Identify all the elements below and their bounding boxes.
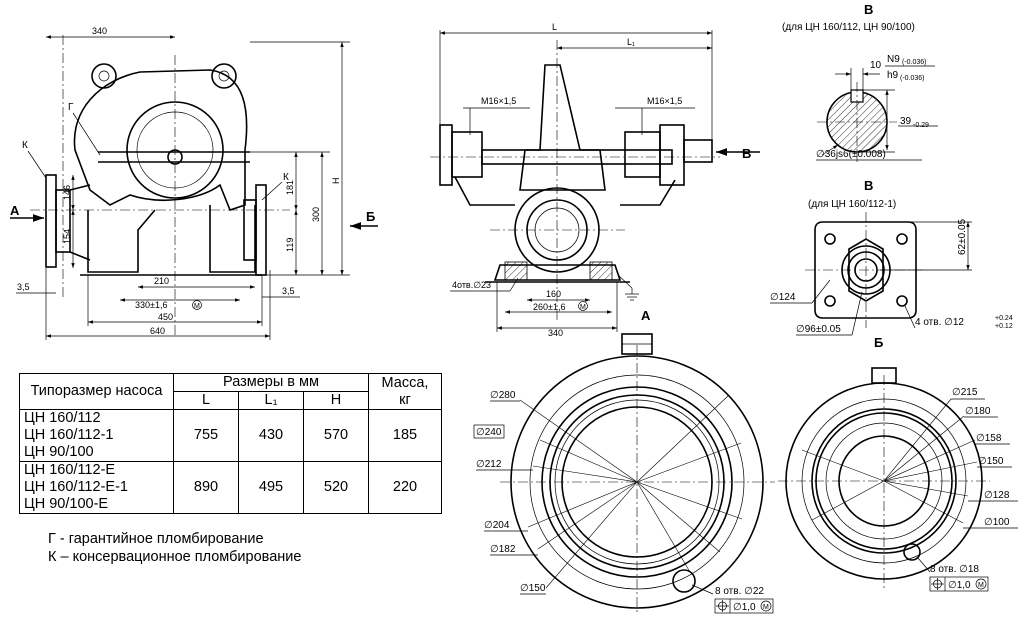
pump-size-table: Типоразмер насоса Размеры в мм Масса, кг… xyxy=(19,373,442,514)
dim-96: ∅96±0.05 xyxy=(796,324,841,335)
table-row: ЦН 160/112 ЦН 160/112-1 ЦН 90/100 755 43… xyxy=(19,409,442,462)
pump-side-view: 340 146 154 181 119 300 H 210 330±1,6 M … xyxy=(10,26,378,340)
seal-label-k-right: К xyxy=(283,172,289,183)
arrow-label-b: Б xyxy=(366,209,375,224)
flange-b-d215: ∅215 xyxy=(952,387,978,398)
flange-a-d204: ∅204 xyxy=(484,520,510,531)
shaft-end-view: В (для ЦН 160/112, ЦН 90/100) 10 N9 (-0.… xyxy=(782,2,938,162)
dim-3-5-right: 3,5 xyxy=(282,286,295,296)
dim-124: ∅124 xyxy=(770,292,796,303)
flange-a-title: А xyxy=(641,308,651,323)
dim-340: 340 xyxy=(92,26,107,36)
flange-b-d158: ∅158 xyxy=(976,433,1002,444)
thread-left: M16×1,5 xyxy=(481,96,516,106)
arrow-label-a: А xyxy=(10,203,20,218)
seal-label-k-left: К xyxy=(22,140,28,151)
header-dimensions: Размеры в мм xyxy=(173,373,369,392)
flange-a-tol: ∅1,0 xyxy=(733,602,756,613)
dim-146: 146 xyxy=(62,185,72,200)
coupling-end-view: В (для ЦН 160/112-1) 62±0.05 ∅124 ∅96±0.… xyxy=(770,178,1013,336)
row2-H: 520 xyxy=(303,461,369,514)
flange-b-d100: ∅100 xyxy=(984,517,1010,528)
flange-a-d280: ∅280 xyxy=(490,390,516,401)
key-fit-h9: h9 xyxy=(887,70,899,81)
thread-right: M16×1,5 xyxy=(647,96,682,106)
header-mass: Масса, кг xyxy=(368,373,442,410)
row2-L: 890 xyxy=(173,461,239,514)
shaft-diameter: ∅36js6(±0.008) xyxy=(816,149,886,160)
flange-b-holes: 8 отв. ∅18 xyxy=(930,564,979,575)
flange-b-d128: ∅128 xyxy=(984,490,1010,501)
flange-b-title: Б xyxy=(874,335,883,350)
holes-4x12: 4 отв. ∅12 xyxy=(915,317,964,328)
view-v2-title: В xyxy=(864,178,873,193)
dim-39: 39 xyxy=(900,116,912,127)
flange-b-d150: ∅150 xyxy=(978,456,1004,467)
dim-L: L xyxy=(552,22,557,32)
dim-39-tol: -0.29 xyxy=(913,122,929,129)
view-v1-title: В xyxy=(864,2,873,17)
seal-label-g: Г xyxy=(68,102,74,113)
dim-450: 450 xyxy=(158,312,173,322)
dim-160: 160 xyxy=(546,289,561,299)
key-tol-n9: (-0.036) xyxy=(902,59,927,66)
flange-a-d182: ∅182 xyxy=(490,544,516,555)
key-tol-h9: (-0.036) xyxy=(900,75,925,82)
holes-tol-dn: +0.12 xyxy=(995,323,1013,330)
row1-mass: 185 xyxy=(368,409,442,462)
dim-119: 119 xyxy=(285,238,295,252)
seal-notes: Г - гарантийное пломбирование К – консер… xyxy=(48,530,301,566)
header-H: H xyxy=(303,391,369,410)
row1-L1: 430 xyxy=(238,409,304,462)
svg-text:M: M xyxy=(194,303,200,310)
dim-300: 300 xyxy=(311,207,321,222)
header-L: L xyxy=(173,391,239,410)
row2-mass: 220 xyxy=(368,461,442,514)
key-fit-n9: N9 xyxy=(887,54,900,65)
header-L1: L₁ xyxy=(238,391,304,410)
dim-3-5-left: 3,5 xyxy=(17,282,30,292)
flange-b-tol: ∅1,0 xyxy=(948,580,971,591)
header-model: Типоразмер насоса xyxy=(19,373,174,410)
view-v2-subtitle: (для ЦН 160/112-1) xyxy=(808,199,896,210)
key-dim-10: 10 xyxy=(870,60,882,71)
flange-a-d212: ∅212 xyxy=(476,459,502,470)
dim-H: H xyxy=(331,178,341,185)
dim-210: 210 xyxy=(154,276,169,286)
svg-text:M: M xyxy=(978,582,984,589)
row2-L1: 495 xyxy=(238,461,304,514)
holes-tol-up: +0.24 xyxy=(995,315,1013,322)
row1-models: ЦН 160/112 ЦН 160/112-1 ЦН 90/100 xyxy=(19,409,174,462)
row2-models: ЦН 160/112-Е ЦН 160/112-Е-1 ЦН 90/100-Е xyxy=(19,461,174,514)
flange-b-d180: ∅180 xyxy=(965,406,991,417)
row1-L: 755 xyxy=(173,409,239,462)
dim-181: 181 xyxy=(285,180,295,195)
note-preservation-seal: К – консервационное пломбирование xyxy=(48,549,302,565)
flange-a-holes: 8 отв. ∅22 xyxy=(715,586,764,597)
dim-62: 62±0.05 xyxy=(957,218,968,255)
flange-a-d240: ∅240 xyxy=(476,427,502,438)
pump-front-view: L L₁ M16×1,5 M16×1,5 4отв.∅23 160 260±1,… xyxy=(430,22,760,338)
row1-H: 570 xyxy=(303,409,369,462)
svg-text:M: M xyxy=(580,304,586,311)
table-row: ЦН 160/112-Е ЦН 160/112-Е-1 ЦН 90/100-Е … xyxy=(19,461,442,514)
dim-330: 330±1,6 xyxy=(135,300,167,310)
flange-a-view: А ∅280 ∅240 ∅212 ∅204 xyxy=(473,308,775,615)
dim-640: 640 xyxy=(150,326,165,336)
view-v1-subtitle: (для ЦН 160/112, ЦН 90/100) xyxy=(782,22,915,33)
flange-b-view: Б ∅215 ∅180 ∅158 ∅150 ∅128 ∅100 xyxy=(778,335,1018,592)
arrow-label-v: В xyxy=(742,146,751,161)
dim-340-front: 340 xyxy=(548,328,563,338)
dim-L1: L₁ xyxy=(627,37,635,47)
svg-text:M: M xyxy=(763,604,769,611)
dim-260: 260±1,6 xyxy=(533,302,565,312)
dim-154: 154 xyxy=(62,229,72,244)
note-warranty-seal: Г - гарантийное пломбирование xyxy=(48,531,264,547)
flange-a-d150: ∅150 xyxy=(520,583,546,594)
holes-4x23: 4отв.∅23 xyxy=(452,280,491,290)
